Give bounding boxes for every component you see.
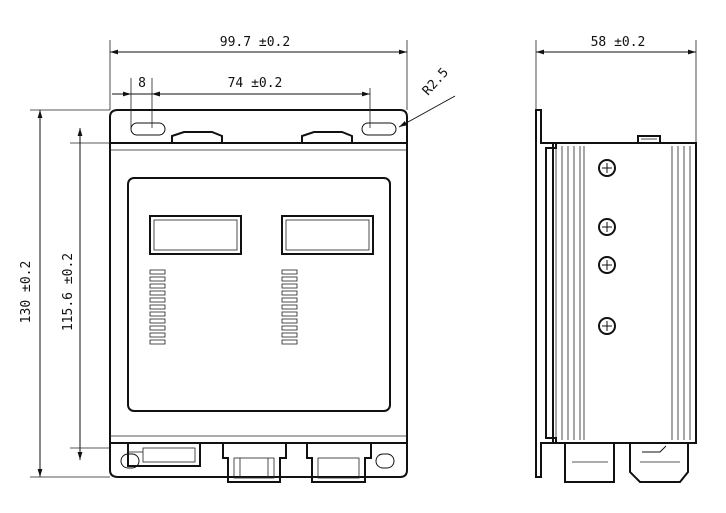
- screw-icon: [598, 317, 616, 335]
- led-segment: [281, 318, 298, 324]
- mounting-slot-bottom-left: [120, 453, 140, 469]
- bottom-connector-middle: [222, 443, 287, 483]
- led-segment: [149, 339, 166, 345]
- front-panel: [127, 177, 391, 412]
- dim-depth: 58 ±0.2: [591, 35, 646, 50]
- led-segment: [149, 269, 166, 275]
- led-segment: [149, 311, 166, 317]
- led-segment: [149, 276, 166, 282]
- dim-overall-height: 130 ±0.2: [19, 261, 34, 324]
- display-left: [149, 215, 242, 255]
- led-segment: [281, 269, 298, 275]
- led-segment: [149, 332, 166, 338]
- side-bottom-connectors: [564, 443, 689, 483]
- bottom-connector-right: [306, 443, 372, 483]
- led-segment: [149, 325, 166, 331]
- front-view: [109, 109, 408, 483]
- led-segment: [281, 290, 298, 296]
- mounting-slot-bottom-right: [375, 453, 395, 469]
- led-segment: [281, 311, 298, 317]
- heatsink-body: [552, 142, 697, 444]
- dim-corner-radius: R2.5: [420, 65, 452, 98]
- side-dimensions: 58 ±0.2: [535, 35, 697, 143]
- side-bracket: [535, 109, 557, 478]
- display-right: [281, 215, 374, 255]
- dim-hole-spacing: 74 ±0.2: [228, 76, 283, 91]
- dim-hole-offset: 8: [138, 76, 146, 91]
- housing-body: [109, 142, 408, 444]
- led-segment: [149, 304, 166, 310]
- led-segment: [149, 283, 166, 289]
- screw-icon: [598, 256, 616, 274]
- led-segment: [281, 304, 298, 310]
- heatsink-fins: [555, 146, 691, 440]
- led-segment: [281, 283, 298, 289]
- top-connector-left: [171, 131, 223, 143]
- mounting-plate-bottom: [109, 442, 408, 478]
- dim-body-height: 115.6 ±0.2: [61, 253, 76, 331]
- top-connector-right: [301, 131, 353, 143]
- mounting-slot-top-right: [361, 122, 397, 136]
- led-segment: [149, 290, 166, 296]
- led-bar-left: [149, 269, 166, 345]
- led-bar-right: [281, 269, 298, 345]
- led-segment: [281, 339, 298, 345]
- led-segment: [149, 297, 166, 303]
- led-segment: [281, 276, 298, 282]
- led-segment: [149, 318, 166, 324]
- led-segment: [281, 325, 298, 331]
- led-segment: [281, 297, 298, 303]
- dim-overall-width: 99.7 ±0.2: [220, 35, 290, 50]
- side-view: [535, 109, 697, 483]
- bottom-connector-left: [127, 443, 201, 467]
- screw-icon: [598, 159, 616, 177]
- mounting-slot-top-left: [130, 122, 166, 136]
- screw-icon: [598, 218, 616, 236]
- side-screws: [598, 159, 616, 335]
- led-segment: [281, 332, 298, 338]
